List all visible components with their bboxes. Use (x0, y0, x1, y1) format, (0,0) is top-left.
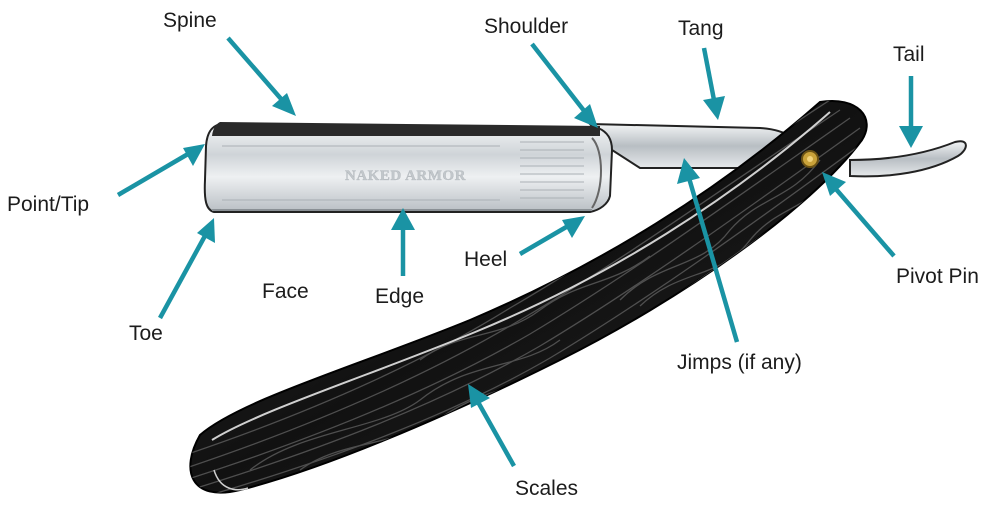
arrow-spine (226, 36, 296, 116)
label-toe: Toe (129, 322, 163, 345)
pointer-arrows (116, 36, 923, 468)
arrow-heel (518, 216, 585, 256)
scales (189, 100, 868, 494)
label-tang: Tang (678, 17, 724, 40)
arrow-scales (468, 384, 516, 468)
arrow-jimps (677, 158, 740, 343)
label-face: Face (262, 280, 309, 303)
arrow-tail (899, 76, 923, 148)
label-heel: Heel (464, 248, 507, 271)
scales-lower-highlight (213, 469, 249, 491)
label-pivot-pin: Pivot Pin (896, 265, 979, 288)
blade: NAKED ARMOR (203, 122, 967, 213)
arrow-edge (391, 208, 415, 276)
label-jimps: Jimps (if any) (677, 351, 802, 374)
label-edge: Edge (375, 285, 424, 308)
scales-highlight (211, 111, 831, 441)
brand-engraving: NAKED ARMOR (345, 168, 466, 184)
label-tail: Tail (893, 43, 925, 66)
part-labels: Spine Shoulder Tang Tail Point/Tip Toe F… (7, 9, 979, 500)
arrow-toe (158, 218, 215, 320)
pivot-pin-center (807, 156, 813, 162)
label-shoulder: Shoulder (484, 15, 568, 38)
arrow-tang (701, 47, 725, 120)
arrow-pivot-pin (822, 172, 896, 258)
shoulder-line (591, 137, 602, 209)
tail (849, 140, 967, 178)
spine (212, 122, 600, 136)
arrow-point-tip (116, 144, 205, 197)
label-spine: Spine (163, 9, 217, 32)
arrow-shoulder (530, 42, 598, 128)
grind-lines (222, 141, 584, 201)
label-scales: Scales (515, 477, 578, 500)
label-point-tip: Point/Tip (7, 193, 89, 216)
